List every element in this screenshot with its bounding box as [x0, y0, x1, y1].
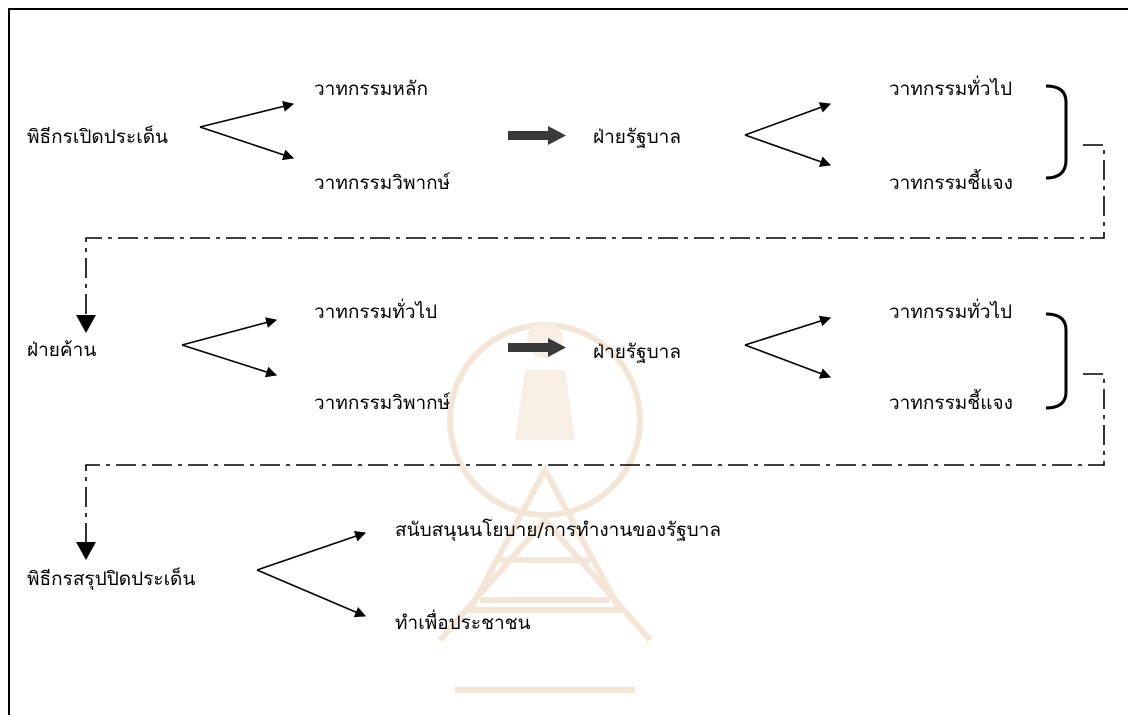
row2-connector — [85, 373, 1105, 552]
row1-response-bottom-label: วาทกรรมชี้แจง — [889, 172, 1013, 194]
row3-source-label: พิธีกรสรุปปิดประเด็น — [27, 568, 196, 590]
row3-branch-bottom-label: ทำเพื่อประชาชน — [395, 612, 531, 634]
row1-connector-arrowhead — [76, 315, 96, 333]
row2-source-label: ฝ่ายค้าน — [27, 339, 97, 361]
row1-bracket — [1045, 84, 1068, 180]
row2-fork-left — [181, 317, 278, 378]
row1-block-arrow — [508, 126, 566, 145]
row1-source-label: พิธีกรเปิดประเด็น — [27, 126, 169, 148]
row1-branch-bottom-label: วาทกรรมวิพากษ์ — [314, 172, 451, 194]
row2-connector-arrowhead — [76, 542, 96, 560]
row3-branch-top-label: สนับสนุนนโยบาย/การทำงานของรัฐบาล — [395, 519, 722, 541]
row2-fork-right — [744, 315, 832, 379]
row2-branch-bottom-label: วาทกรรมวิพากษ์ — [314, 392, 451, 414]
row1-branch-top-label: วาทกรรมหลัก — [314, 78, 428, 100]
row2-branch-top-label: วาทกรรมทั่วไป — [314, 301, 438, 323]
row2-block-arrow — [508, 338, 566, 357]
row1-fork-right — [744, 102, 832, 167]
diagram-frame — [8, 8, 1128, 715]
row3-fork — [256, 531, 367, 618]
row1-fork-left — [199, 101, 295, 161]
row2-response-bottom-label: วาทกรรมชี้แจง — [889, 392, 1013, 414]
row1-connector — [85, 144, 1105, 325]
row2-bracket — [1045, 312, 1068, 410]
row2-response-top-label: วาทกรรมทั่วไป — [889, 301, 1013, 323]
row1-response-top-label: วาทกรรมทั่วไป — [889, 78, 1013, 100]
row1-response-actor-label: ฝ่ายรัฐบาล — [593, 126, 681, 148]
row2-response-actor-label: ฝ่ายรัฐบาล — [593, 341, 681, 363]
